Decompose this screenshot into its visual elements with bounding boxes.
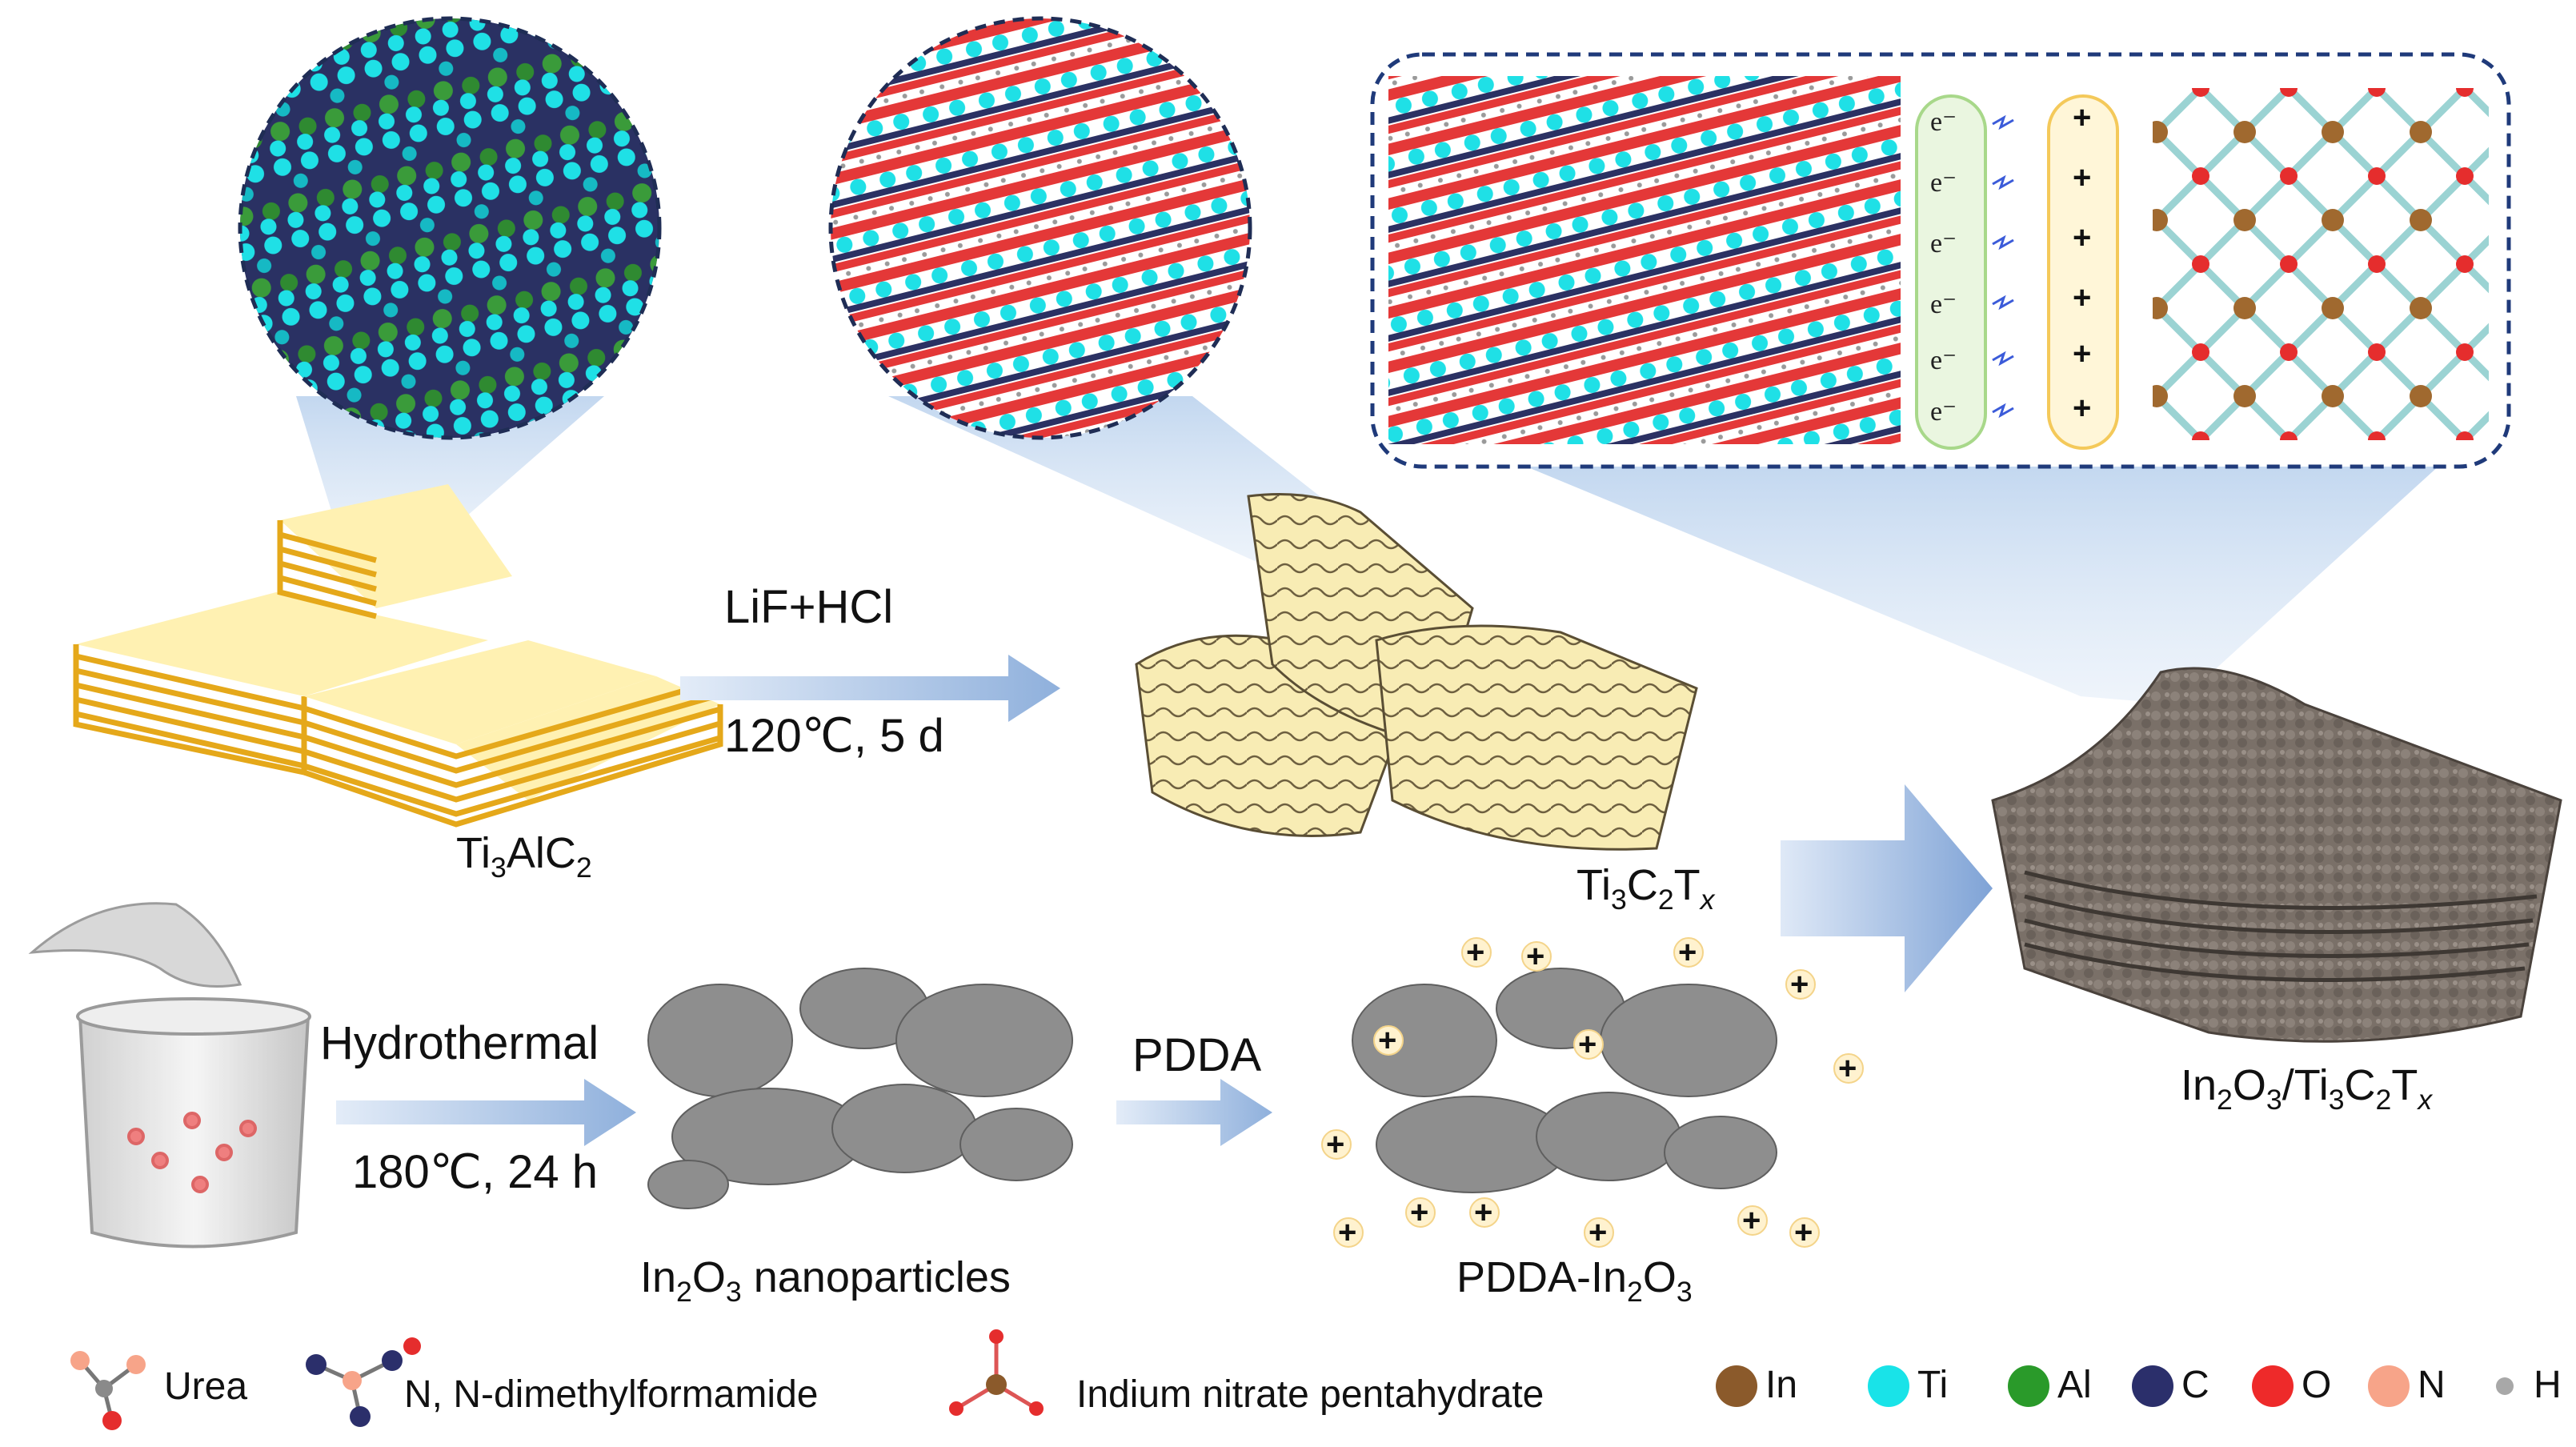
hydrothermal-condition-label: 180℃, 24 h [352, 1146, 599, 1198]
electron-label: e⁻ [1930, 107, 1957, 137]
electron-label: e⁻ [1930, 346, 1957, 375]
ti3c2tx-crystal-lens [828, 16, 1252, 440]
ti3c2tx-label: Ti3C2Tx [1576, 861, 1715, 916]
pdda-charge: + [1526, 939, 1545, 974]
ti3alc2-crystal-lens [238, 16, 662, 440]
atom-ti-icon [1868, 1365, 1909, 1407]
hydrothermal-label: Hydrothermal [320, 1017, 599, 1069]
legend-atom-ti: Ti [1917, 1364, 1949, 1406]
electron-label: e⁻ [1930, 168, 1957, 198]
interface-detail-box [1370, 52, 2511, 469]
hole-label: + [2073, 220, 2092, 255]
pdda-charge: + [1326, 1127, 1345, 1162]
pdda-charge: + [1790, 967, 1809, 1002]
in2o3-nanoparticles-label: In2O3 nanoparticles [640, 1253, 1011, 1308]
pdda-charge: + [1474, 1195, 1493, 1230]
legend-atom-in: In [1765, 1364, 1798, 1406]
indium-nitrate-molecule-icon [949, 1329, 1044, 1416]
legend-indium-nitrate: Indium nitrate pentahydrate [1076, 1373, 1544, 1416]
atom-c-icon [2132, 1365, 2173, 1407]
legend-atom-c: C [2181, 1364, 2209, 1406]
hole-label: + [2073, 160, 2092, 195]
electron-label: e⁻ [1930, 397, 1957, 427]
in2o3-ti3c2tx-composite [1991, 667, 2562, 1043]
pdda-in2o3-label: PDDA-In2O3 [1456, 1253, 1693, 1308]
pdda-charge: + [1838, 1051, 1857, 1086]
pdda-charge: + [1338, 1215, 1357, 1250]
hydrothermal-arrow [336, 1079, 636, 1146]
dmf-molecule-icon [306, 1337, 421, 1427]
legend-atom-h: H [2534, 1364, 2562, 1406]
lif-hcl-label: LiF+HCl [724, 581, 894, 633]
assembly-arrow [1781, 784, 1993, 992]
hole-label: + [2073, 336, 2092, 371]
atom-in-icon [1716, 1365, 1757, 1407]
in2o3-nanoparticles [647, 968, 1073, 1209]
atom-n-icon [2368, 1365, 2410, 1407]
electron-label: e⁻ [1930, 229, 1957, 259]
ti3c2tx-flakes [1135, 493, 1698, 851]
etching-arrow [680, 655, 1060, 722]
electron-label: e⁻ [1930, 290, 1957, 319]
atom-al-icon [2008, 1365, 2049, 1407]
etching-condition-label: 120℃, 5 d [724, 710, 944, 762]
pdda-charge: + [1588, 1215, 1608, 1250]
legend-urea: Urea [164, 1365, 248, 1408]
legend-atom-al: Al [2057, 1364, 2092, 1406]
legend-dmf: N, N-dimethylformamide [404, 1373, 819, 1416]
pdda-charge: + [1742, 1203, 1761, 1238]
pdda-label: PDDA [1132, 1029, 1262, 1081]
legend-atom-n: N [2418, 1364, 2446, 1406]
atom-h-icon [2496, 1377, 2514, 1395]
beaker [28, 902, 311, 1249]
pdda-charge: + [1378, 1023, 1397, 1058]
urea-molecule-icon [70, 1351, 146, 1430]
pdda-in2o3-particles [1352, 968, 1777, 1193]
atom-o-icon [2252, 1365, 2294, 1407]
legend-atom-o: O [2302, 1364, 2332, 1406]
pdda-charge: + [1794, 1215, 1813, 1250]
zoom-cone-composite [1520, 464, 2441, 704]
zoom-cone-ti3c2tx [888, 396, 1360, 576]
hole-label: + [2073, 280, 2092, 315]
ti3alc2-block [73, 484, 723, 828]
pdda-charge: + [1578, 1027, 1597, 1062]
pdda-arrow [1116, 1079, 1272, 1146]
pdda-charge: + [1466, 935, 1485, 970]
ti3alc2-label: Ti3AlC2 [456, 829, 592, 884]
composite-label: In2O3/Ti3C2Tx [2181, 1061, 2433, 1116]
hole-label: + [2073, 391, 2092, 426]
pdda-charge: + [1678, 935, 1697, 970]
hole-label: + [2073, 100, 2092, 135]
pdda-charge: + [1410, 1195, 1429, 1230]
